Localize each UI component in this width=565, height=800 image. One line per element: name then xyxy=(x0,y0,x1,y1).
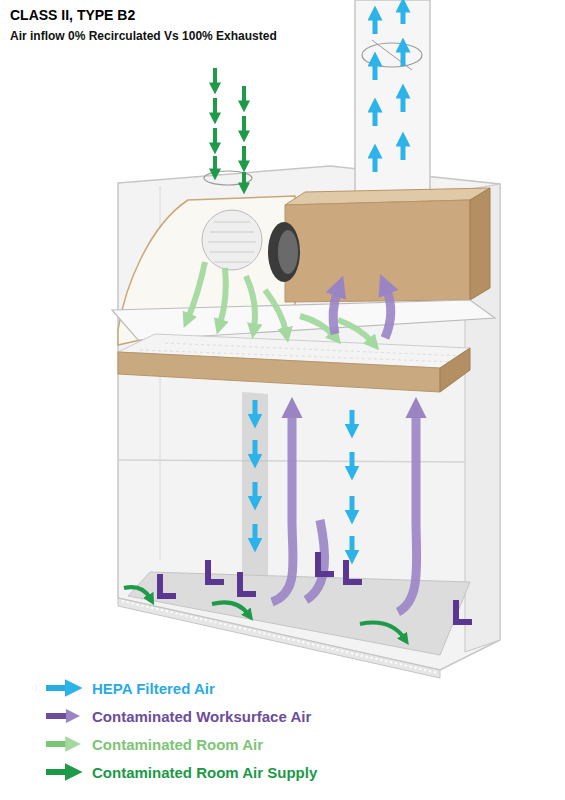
grille-intake-arrows xyxy=(160,552,472,622)
downflow-arrows xyxy=(253,440,258,458)
legend-entry: Contaminated Room Air Supply xyxy=(44,762,317,782)
grille-intake-arrows xyxy=(160,574,176,596)
room-supply-arrows xyxy=(213,128,217,146)
room-supply-arrows xyxy=(213,156,217,172)
room-supply-arrows xyxy=(242,146,246,164)
exhaust-arrows xyxy=(373,62,378,80)
downflow-arrows xyxy=(350,536,355,554)
legend-entry: Contaminated Room Air xyxy=(44,734,263,754)
room-air-arrows xyxy=(265,290,286,332)
return-duct xyxy=(242,392,268,585)
legend-arrow xyxy=(44,734,84,754)
cabinet-body xyxy=(118,166,500,670)
diagram-title: CLASS II, TYPE B2 xyxy=(10,7,135,23)
downflow-arrows xyxy=(253,524,258,542)
grille-intake-arrows xyxy=(208,560,224,582)
exhaust-blower-box xyxy=(278,230,298,274)
sash-frame xyxy=(112,300,495,340)
legend-entry: Contaminated Worksurface Air xyxy=(44,706,311,726)
grille-intake-arrows xyxy=(346,560,362,582)
blower-plenum xyxy=(202,210,262,270)
room-supply-arrows xyxy=(242,172,246,186)
inlet-damper xyxy=(204,171,252,185)
room-air-arrows xyxy=(220,268,226,324)
return-duct xyxy=(242,392,268,585)
legend-arrow xyxy=(46,685,70,691)
legend-arrow xyxy=(46,741,70,747)
room-supply-arrows xyxy=(215,68,244,186)
worksurface-exhaust-arrows xyxy=(333,290,338,334)
hepa-filter xyxy=(440,348,470,392)
exhaust-blower-box xyxy=(285,200,470,302)
subtitle-label: Air inflow 0% Recirculated Vs 100% Exhau… xyxy=(10,29,277,43)
work-surface xyxy=(118,598,440,678)
downflow-arrows xyxy=(253,482,258,500)
downflow-arrows xyxy=(350,496,355,514)
exhaust-arrows xyxy=(373,16,378,34)
blower-plenum xyxy=(208,222,256,262)
room-air-arrows xyxy=(188,262,205,318)
downflow-arrows xyxy=(253,400,258,418)
legend-text: Contaminated Room Air Supply xyxy=(92,764,317,781)
legend-text: Contaminated Worksurface Air xyxy=(92,708,311,725)
legend-arrow xyxy=(44,678,84,698)
exhaust-arrows xyxy=(373,108,378,126)
legend-entry: HEPA Filtered Air xyxy=(44,678,215,698)
worksurface-exhaust-arrows xyxy=(385,288,391,338)
worksurface-exhaust-arrows xyxy=(272,412,293,602)
room-air-arrows xyxy=(188,262,372,342)
legend-arrow xyxy=(44,706,84,726)
worksurface-exhaust-arrows xyxy=(398,412,417,612)
downflow-arrows xyxy=(350,452,355,470)
hepa-filter xyxy=(118,334,470,392)
front-inflow-arrows xyxy=(212,602,248,614)
exhaust-arrows xyxy=(401,48,406,66)
worksurface-exhaust-arrows xyxy=(272,288,417,612)
room-supply-arrows xyxy=(213,98,217,116)
legend-arrow xyxy=(44,762,84,782)
front-inflow-arrows xyxy=(124,587,150,598)
exhaust-duct xyxy=(355,0,430,196)
hepa-filter xyxy=(118,352,440,392)
front-inflow-arrows xyxy=(124,587,404,638)
legend-arrow xyxy=(46,713,70,719)
downflow-arrows xyxy=(255,400,352,554)
exhaust-arrows xyxy=(401,94,406,112)
room-supply-arrows xyxy=(242,116,246,134)
exhaust-blower-box xyxy=(268,188,490,302)
room-supply-arrows xyxy=(242,86,246,104)
downflow-arrows xyxy=(350,410,355,428)
exhaust-blower-box xyxy=(268,222,300,282)
exhaust-arrows xyxy=(401,142,406,160)
grille-intake-arrows xyxy=(456,600,472,622)
exhaust-duct xyxy=(372,40,412,70)
exhaust-arrows xyxy=(375,8,403,172)
room-air-arrows xyxy=(338,320,372,342)
exhaust-blower-box xyxy=(470,188,490,300)
cabinet-body xyxy=(118,166,500,670)
inlet-damper xyxy=(204,171,252,185)
grille-intake-arrows xyxy=(240,572,256,594)
room-air-arrows xyxy=(246,276,255,328)
sash-frame xyxy=(112,300,495,340)
legend-text: HEPA Filtered Air xyxy=(92,680,215,697)
exhaust-duct xyxy=(355,0,430,196)
exhaust-arrows xyxy=(373,154,378,172)
work-surface xyxy=(122,601,438,673)
legend-text: Contaminated Room Air xyxy=(92,736,263,753)
room-supply-arrows xyxy=(213,68,217,86)
legend-arrow xyxy=(46,769,70,775)
front-inflow-arrows xyxy=(360,623,404,638)
grille-intake-arrows xyxy=(318,552,334,574)
exhaust-arrows xyxy=(401,8,406,24)
